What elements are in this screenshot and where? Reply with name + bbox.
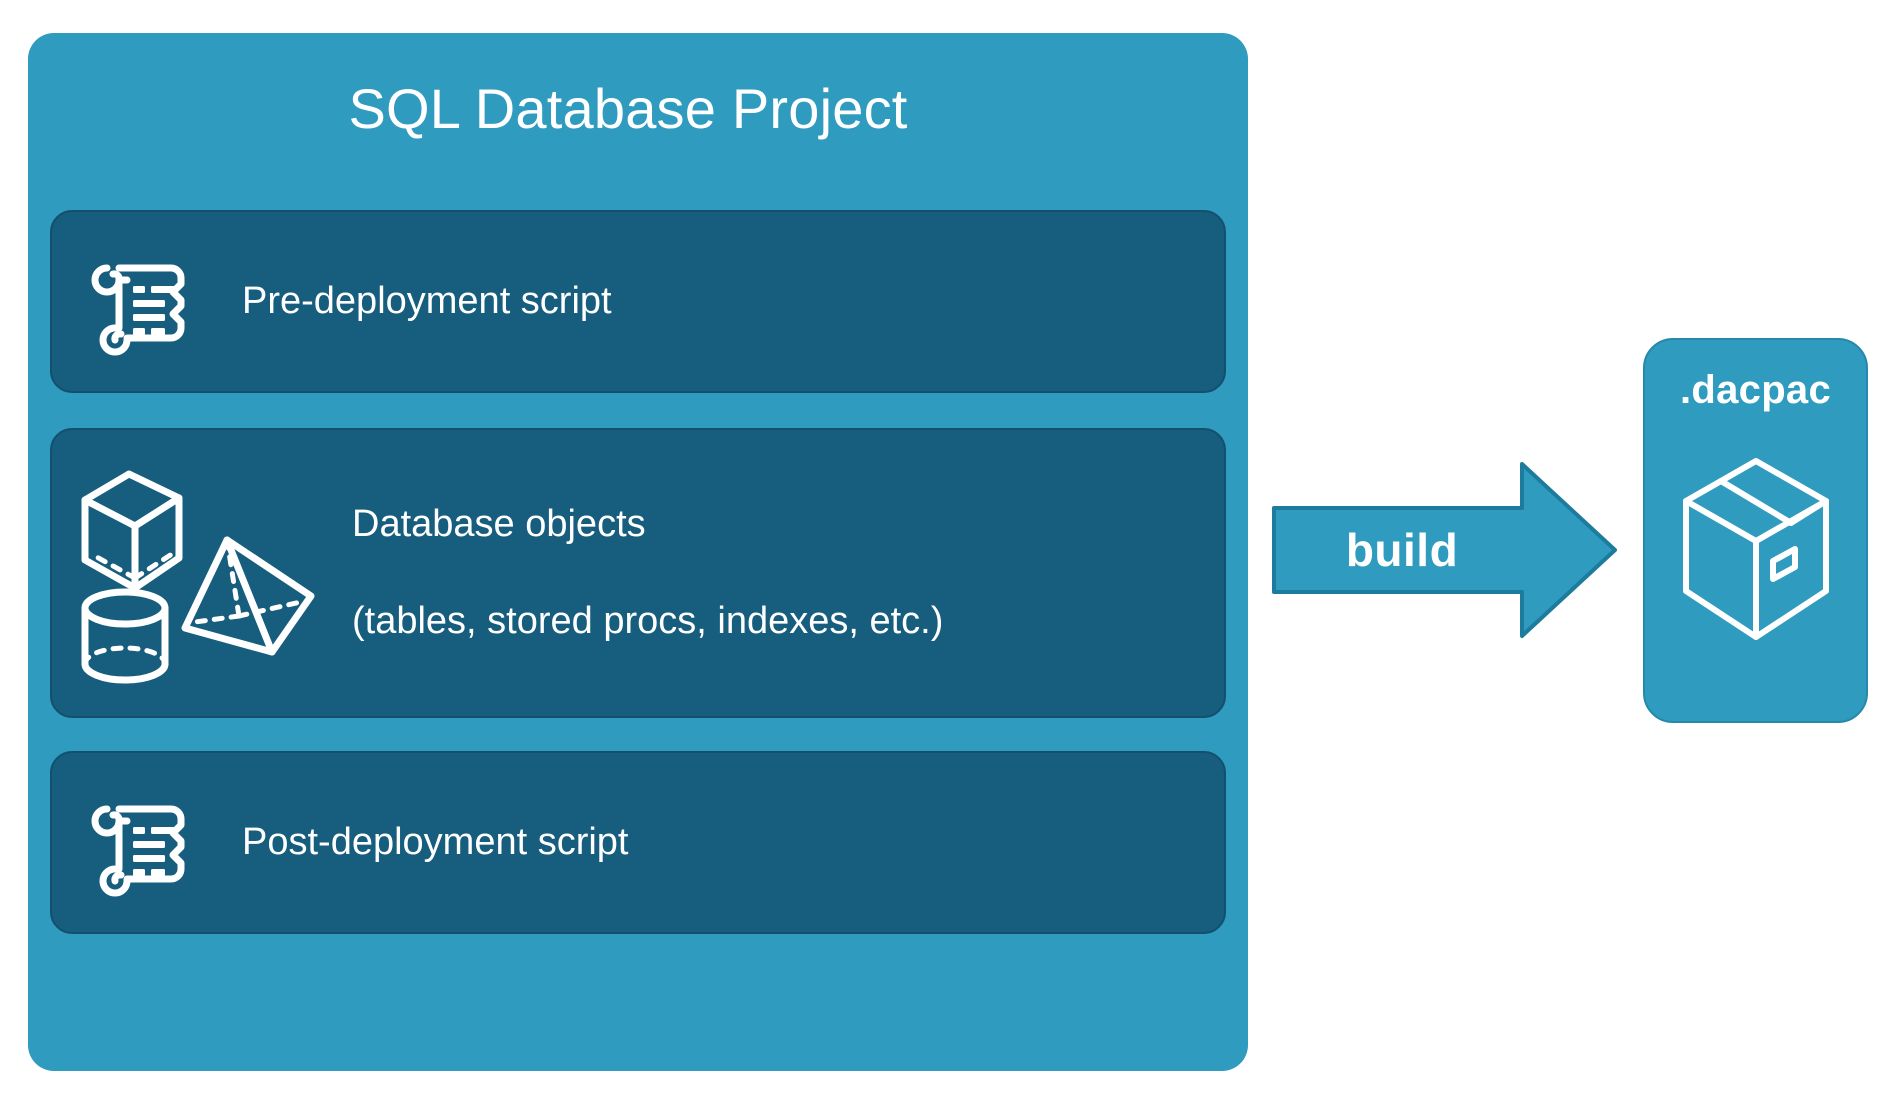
sql-database-project-panel: SQL Database Project bbox=[28, 33, 1248, 1071]
arrow-right-icon bbox=[1272, 462, 1617, 638]
dacpac-output-panel[interactable]: .dacpac bbox=[1643, 338, 1868, 723]
dacpac-title: .dacpac bbox=[1679, 368, 1832, 412]
card-database-objects-label-line2: (tables, stored procs, indexes, etc.) bbox=[352, 600, 944, 643]
project-title: SQL Database Project bbox=[348, 77, 908, 140]
card-pre-deployment[interactable]: Pre-deployment script bbox=[50, 210, 1226, 393]
card-database-objects-label: Database objects (tables, stored procs, … bbox=[352, 451, 943, 694]
card-post-deployment[interactable]: Post-deployment script bbox=[50, 751, 1226, 934]
shapes-icon-wrapper bbox=[52, 456, 352, 691]
cube-shape bbox=[81, 470, 183, 591]
card-database-objects[interactable]: Database objects (tables, stored procs, … bbox=[50, 428, 1226, 718]
card-database-objects-label-line1: Database objects bbox=[352, 503, 646, 546]
cylinder-shape bbox=[81, 588, 169, 683]
card-post-deployment-label: Post-deployment script bbox=[242, 821, 629, 864]
shapes-icon bbox=[81, 470, 315, 683]
pyramid-shape bbox=[181, 536, 315, 655]
package-box-icon bbox=[1682, 458, 1829, 640]
scroll-icon-pre-wrapper bbox=[52, 242, 242, 362]
scroll-icon-post-wrapper bbox=[52, 783, 242, 903]
scroll-icon bbox=[91, 805, 185, 896]
scroll-icon bbox=[91, 264, 185, 355]
card-pre-deployment-label: Pre-deployment script bbox=[242, 280, 612, 323]
